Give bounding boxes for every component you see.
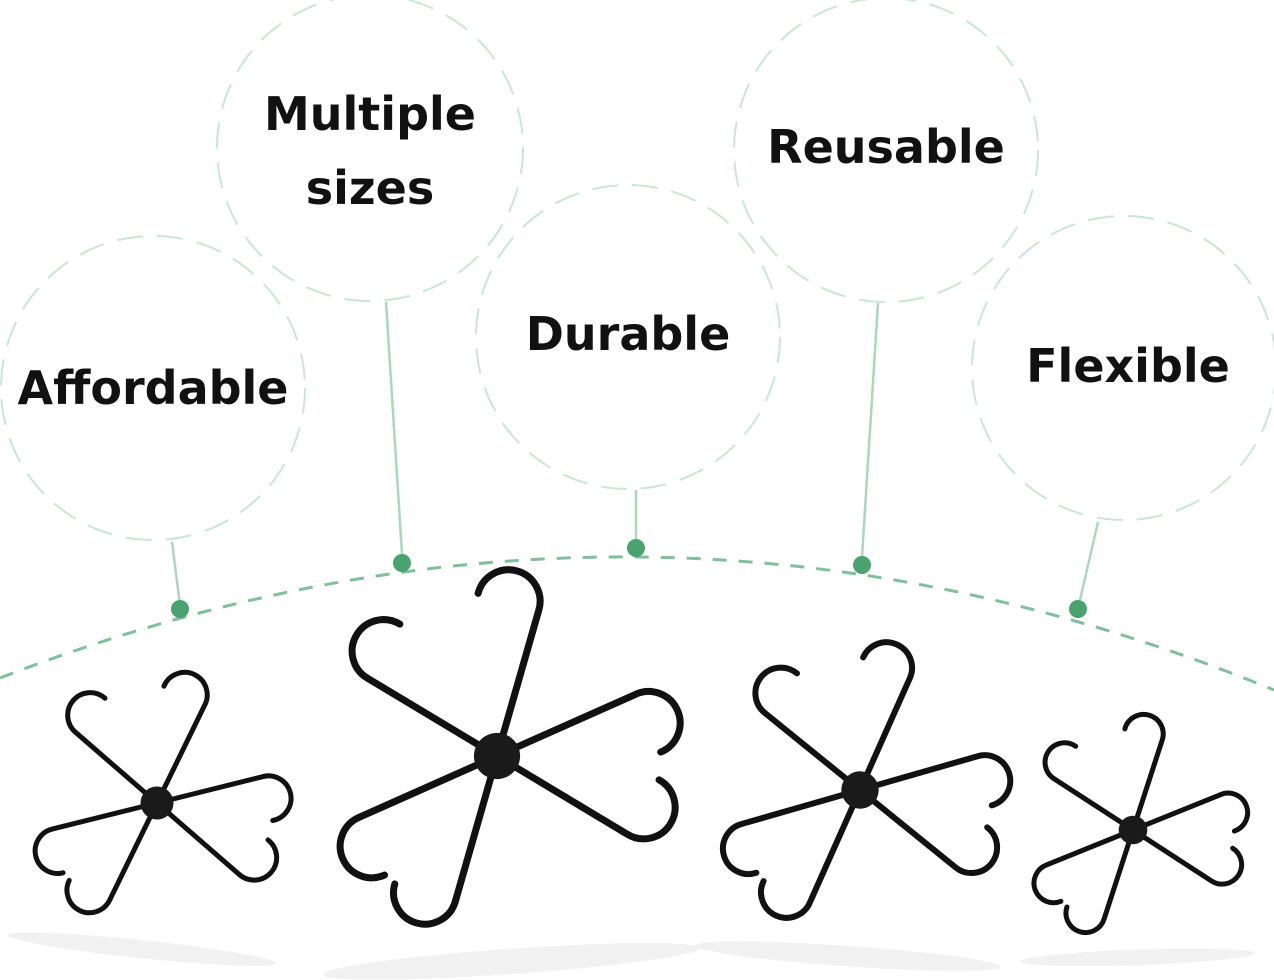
bubble-affordable: Affordable <box>0 235 306 618</box>
hook-arm <box>154 669 210 806</box>
bubble-stem <box>860 302 880 558</box>
hook-arm <box>857 639 915 793</box>
hook-arm <box>493 688 684 760</box>
hook-arm <box>474 566 544 760</box>
reflection <box>7 932 276 966</box>
hook-arm <box>1122 711 1166 833</box>
bubble-durable: Durable <box>475 184 781 557</box>
anchor-dot <box>627 539 645 557</box>
reflection <box>695 941 1002 971</box>
hanger-hub <box>841 771 879 809</box>
hook-arm <box>752 664 863 793</box>
hook-arm <box>719 787 863 878</box>
feature-label-reusable: Reusable <box>767 120 1005 174</box>
anchor-dot <box>393 554 411 572</box>
hanger-hub <box>140 786 174 820</box>
hook-arm <box>64 800 160 916</box>
bubble-multiple-sizes: Multiple sizes <box>216 0 524 572</box>
product-hangers <box>7 566 1255 980</box>
hook-arm <box>65 690 160 806</box>
bubble-outline <box>0 235 306 541</box>
hook-arm <box>348 616 501 760</box>
hanger-large-icon <box>322 566 700 980</box>
bubble-stem <box>170 541 182 606</box>
bubble-outline <box>733 0 1039 303</box>
bubble-stem <box>384 301 404 555</box>
reflection <box>1020 948 1255 967</box>
reflection <box>322 943 700 980</box>
bubble-outline <box>475 184 781 490</box>
feature-label-flexible: Flexible <box>1026 339 1230 393</box>
hook-arm <box>1130 790 1251 834</box>
hook-arm <box>1063 827 1136 936</box>
hook-arm <box>336 752 501 882</box>
bubble-outline <box>216 0 524 302</box>
connector-arc <box>0 555 1274 692</box>
hook-arm <box>758 787 863 921</box>
bubble-reusable: Reusable <box>733 0 1039 574</box>
hook-arm <box>1130 827 1245 887</box>
feature-label-sizes: sizes <box>306 161 435 215</box>
hook-arm <box>857 752 1014 809</box>
anchor-dot <box>171 600 189 618</box>
hook-arm <box>857 787 1001 876</box>
hanger-hub <box>473 732 521 780</box>
hook-arm <box>154 773 294 823</box>
hanger-medium-icon <box>695 639 1014 971</box>
hook-arm <box>1031 827 1136 906</box>
hook-arm <box>1042 740 1136 833</box>
hanger-hub <box>1118 815 1148 845</box>
hook-arm <box>390 752 501 928</box>
feature-label-affordable: Affordable <box>17 361 288 415</box>
hook-arm <box>154 800 280 883</box>
hanger-mini-icon <box>1020 711 1255 967</box>
hook-arm <box>32 800 160 876</box>
anchor-dot <box>1069 600 1087 618</box>
feature-label-durable: Durable <box>526 307 731 361</box>
anchor-dot <box>853 556 871 574</box>
bubble-flexible: Flexible <box>971 215 1274 618</box>
feature-label-multiple: Multiple <box>264 87 476 141</box>
bubble-stem <box>1078 521 1100 601</box>
hanger-small-icon <box>7 669 294 966</box>
hook-arm <box>493 752 679 843</box>
